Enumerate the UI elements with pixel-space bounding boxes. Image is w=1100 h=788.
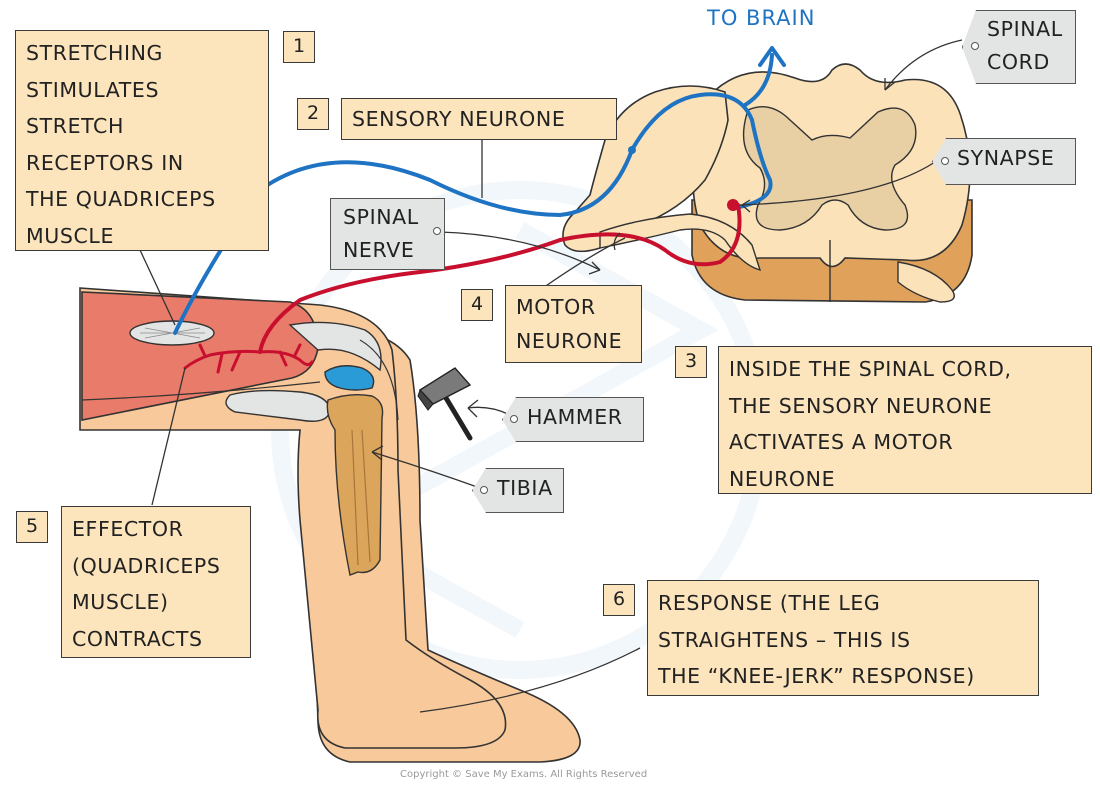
leg-skin-front: [79, 287, 507, 749]
motor-end-plates: [183, 343, 314, 374]
ventral-horn-lobe: [897, 261, 955, 303]
synapse-tag: SYNAPSE: [932, 138, 1076, 185]
step-4-number: 4: [461, 289, 493, 321]
connector-lines: [139, 39, 963, 713]
sensory-to-brain-path: [743, 53, 774, 107]
step-6-box: RESPONSE (THE LEG STRAIGHTENS – THIS IS …: [647, 580, 1039, 696]
spinal-cord: [691, 63, 973, 303]
ventral-root: [599, 213, 762, 272]
motor-neurone-path: [258, 203, 742, 354]
copyright-text: Copyright © Save My Exams. All Rights Re…: [400, 769, 648, 780]
step-1-box: STRETCHING STIMULATES STRETCH RECEPTORS …: [15, 30, 269, 251]
spinal-cord-tag: SPINAL CORD: [962, 10, 1076, 84]
grey-matter: [742, 106, 917, 231]
step-3-box: INSIDE THE SPINAL CORD, THE SENSORY NEUR…: [718, 346, 1092, 494]
hammer-icon: [417, 367, 473, 441]
step-5-number: 5: [16, 511, 48, 543]
spinal-nerve: [562, 85, 955, 303]
tendon: [288, 321, 382, 372]
step-5-box: EFFECTOR (QUADRICEPS MUSCLE) CONTRACTS: [61, 506, 251, 658]
step-4-box: MOTOR NEURONE: [505, 285, 642, 363]
spinal-nerve-tag: SPINAL NERVE: [330, 198, 445, 270]
step-1-number: 1: [283, 31, 315, 63]
step-6-number: 6: [603, 584, 635, 616]
dorsal-root: [562, 85, 729, 253]
synapse-point: [727, 199, 739, 211]
step-2-number: 2: [297, 98, 329, 130]
step-2-box: SENSORY NEURONE: [341, 98, 617, 140]
to-brain-label: TO BRAIN: [707, 6, 816, 30]
leg: [79, 287, 581, 763]
step-3-number: 3: [675, 346, 707, 378]
sensory-cell-body: [628, 146, 636, 154]
to-brain-arrow-icon: [758, 46, 786, 67]
patella: [324, 365, 375, 391]
hammer-tag: HAMMER: [502, 397, 644, 442]
